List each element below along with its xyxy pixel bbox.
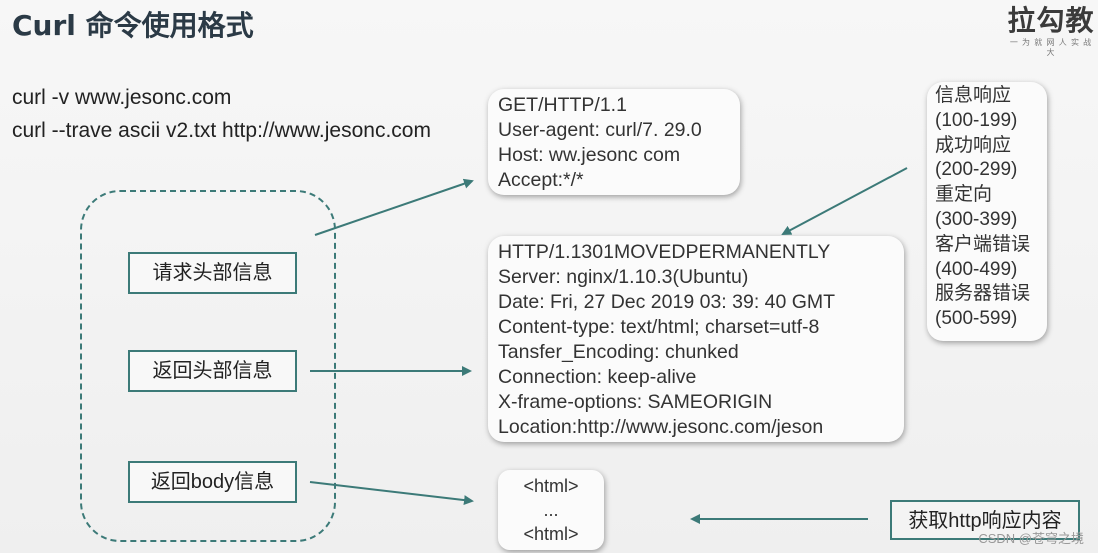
request-line: Accept:*/* [498, 169, 584, 191]
response-line: Location:http://www.jesonc.com/jeson [498, 416, 824, 438]
arrow-status [781, 167, 908, 235]
response-line: Server: nginx/1.10.3(Ubuntu) [498, 266, 749, 288]
status-line: 服务器错误 [935, 283, 1031, 305]
status-line: 重定向 [935, 184, 993, 206]
body-line: ... [543, 500, 559, 520]
request-line: GET/HTTP/1.1 [498, 94, 627, 116]
response-line: X-frame-options: SAMEORIGIN [498, 391, 773, 413]
lagou-logo: 拉勾教 一 为 就 网 人 实 战 大 [1006, 4, 1096, 58]
arrow-request [314, 178, 474, 236]
body-line: <html> [523, 524, 579, 544]
response-body-label: 返回body信息 [128, 461, 297, 503]
status-line: (200-299) [935, 159, 1018, 181]
status-line: (100-199) [935, 109, 1018, 131]
status-line: (300-399) [935, 208, 1018, 230]
response-header-box: HTTP/1.1301MOVEDPERMANENTLY Server: ngin… [488, 236, 904, 442]
command-line-1: curl -v www.jesonc.com [12, 86, 232, 109]
command-line-2: curl --trave ascii v2.txt http://www.jes… [12, 119, 431, 142]
response-line: HTTP/1.1301MOVEDPERMANENTLY [498, 241, 831, 263]
request-header-box: GET/HTTP/1.1 User-agent: curl/7. 29.0 Ho… [488, 89, 740, 195]
response-line: Date: Fri, 27 Dec 2019 03: 39: 40 GMT [498, 291, 836, 313]
status-line: 成功响应 [935, 134, 1012, 156]
watermark: CSDN @苍穹之境 [978, 531, 1084, 546]
logo-slogan: 一 为 就 网 人 实 战 大 [1009, 38, 1093, 57]
response-line: Tansfer_Encoding: chunked [498, 341, 739, 363]
status-line: 客户端错误 [935, 233, 1031, 255]
response-header-label: 返回头部信息 [128, 350, 297, 392]
fetch-response-label: 获取http响应内容 [890, 500, 1080, 540]
response-line: Connection: keep-alive [498, 366, 697, 388]
request-line: User-agent: curl/7. 29.0 [498, 119, 702, 141]
logo-text: 拉勾教 [1007, 4, 1095, 37]
response-line: Content-type: text/html; charset=utf-8 [498, 316, 820, 338]
status-line: (500-599) [935, 308, 1018, 330]
dashed-group-outline [80, 190, 336, 542]
status-code-box: 信息响应 (100-199) 成功响应 (200-299) 重定向 (300-3… [927, 82, 1047, 341]
slide-title: Curl 命令使用格式 [12, 9, 254, 42]
status-line: 信息响应 [935, 85, 1012, 106]
status-line: (400-499) [935, 258, 1018, 280]
body-line: <html> [523, 476, 579, 496]
request-header-label: 请求头部信息 [128, 252, 297, 294]
request-line: Host: ww.jesonc com [498, 144, 681, 166]
arrow-response-body [309, 481, 474, 506]
response-body-box: <html> ... <html> [498, 470, 604, 550]
